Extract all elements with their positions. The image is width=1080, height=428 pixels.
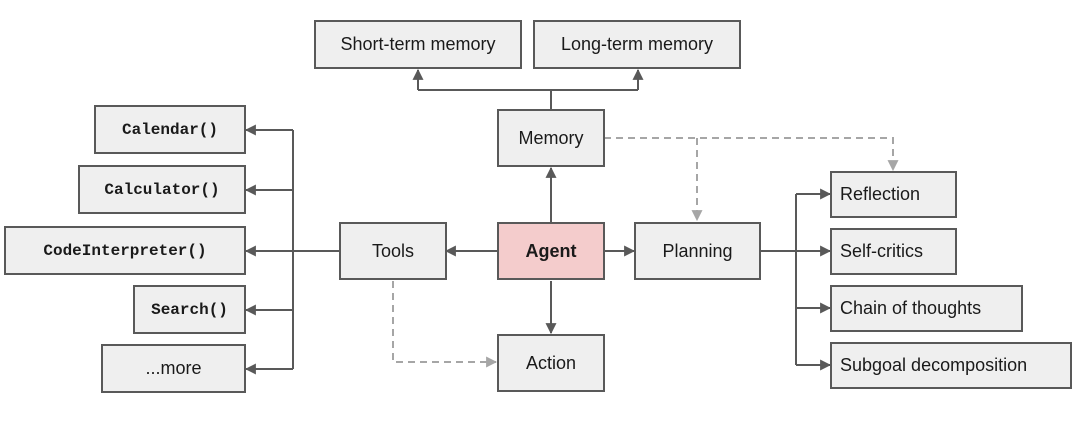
action-node: Action [497, 334, 605, 392]
self-critics-node: Self-critics [830, 228, 957, 275]
code-interpreter-node: CodeInterpreter() [4, 226, 246, 275]
chain-of-thoughts-node: Chain of thoughts [830, 285, 1023, 332]
search-node: Search() [133, 285, 246, 334]
planning-node: Planning [634, 222, 761, 280]
more-node: ...more [101, 344, 246, 393]
reflection-node: Reflection [830, 171, 957, 218]
dashed-memory-to-reflection [604, 137, 899, 172]
calendar-node: Calendar() [94, 105, 246, 154]
edge-memory-to-stores [418, 89, 552, 109]
subgoal-decomposition-node: Subgoal decomposition [830, 342, 1072, 389]
memory-node: Memory [497, 109, 605, 167]
short-term-memory-node: Short-term memory [314, 20, 522, 69]
tools-node: Tools [339, 222, 447, 280]
long-term-memory-node: Long-term memory [533, 20, 741, 69]
agent-node: Agent [497, 222, 605, 280]
calculator-node: Calculator() [78, 165, 246, 214]
dashed-tools-to-action [392, 281, 498, 368]
